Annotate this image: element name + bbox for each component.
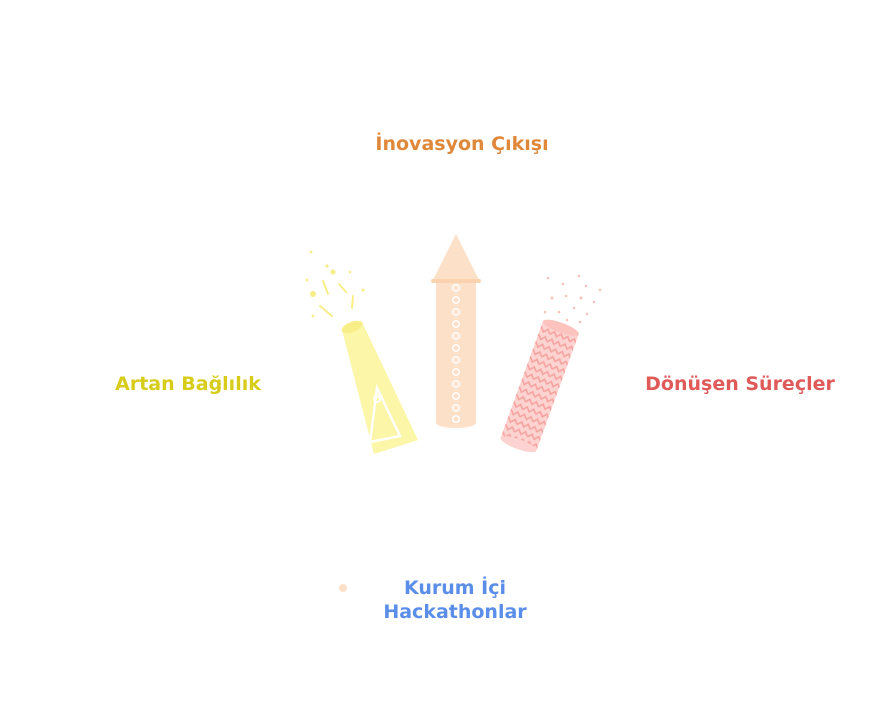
party-popper-pink-icon [500, 274, 602, 453]
label-transformed-processes: Dönüşen Süreçler [645, 373, 835, 395]
dot-icon [339, 584, 347, 592]
rocket-icon [431, 234, 481, 428]
label-internal-hackathons: Kurum İçi Hackathonlar [350, 576, 560, 624]
label-internal-hackathons-line2: Hackathonlar [383, 601, 527, 623]
party-popper-yellow-icon [305, 250, 418, 454]
label-internal-hackathons-line1: Kurum İçi [403, 577, 507, 599]
label-increased-engagement: Artan Bağlılık [115, 373, 261, 395]
label-innovation-output: İnovasyon Çıkışı [375, 133, 549, 155]
